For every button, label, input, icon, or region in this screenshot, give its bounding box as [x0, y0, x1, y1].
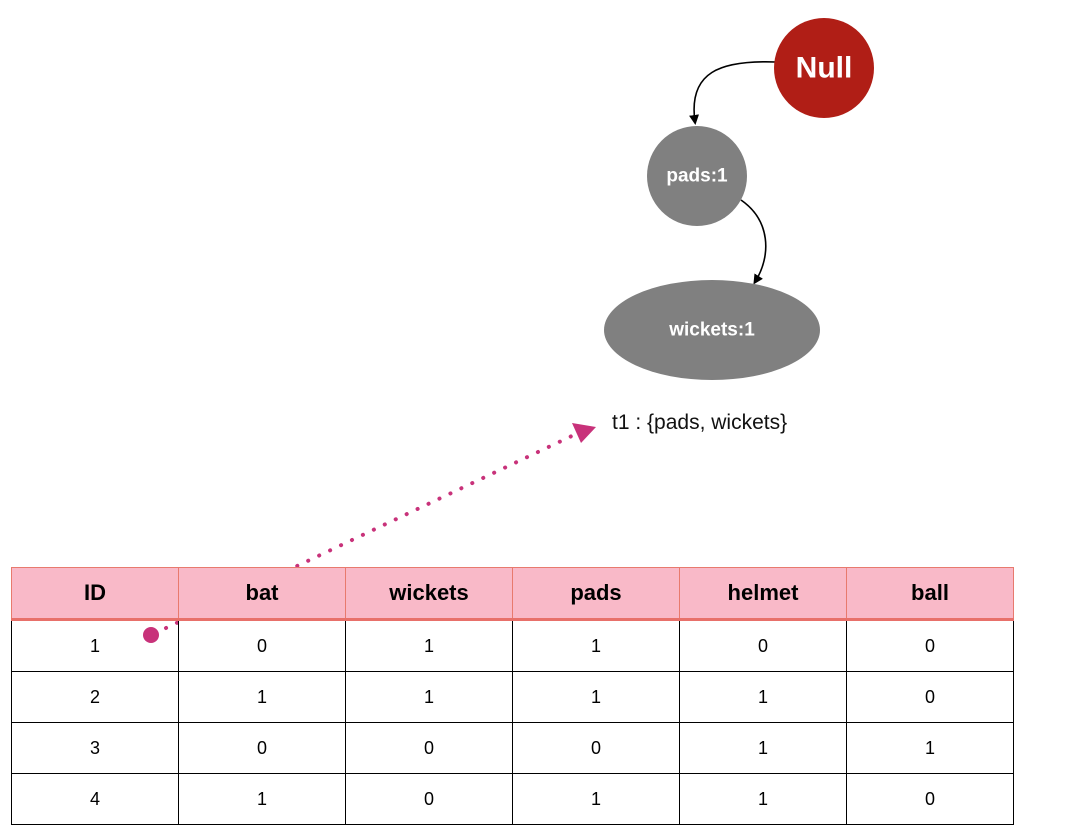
transaction-label: t1 : {pads, wickets}: [612, 411, 787, 434]
table-cell: 1: [846, 722, 1014, 774]
header-pads: pads: [512, 567, 680, 621]
table-cell: 0: [512, 722, 680, 774]
table-cell: 4: [11, 773, 179, 825]
edge-null-to-pads: [689, 61, 777, 125]
header-helmet: helmet: [679, 567, 847, 621]
root-node-shape: [774, 18, 874, 118]
node-wickets-label: wickets:1: [668, 320, 755, 341]
root-node-label: Null: [796, 52, 853, 85]
table-cell: 0: [178, 619, 346, 672]
table-cell: 1: [512, 619, 680, 672]
edge-pads-to-wickets: [740, 199, 767, 285]
table-cell: 1: [178, 671, 346, 723]
table-cell: 1: [345, 671, 513, 723]
table-cell: 0: [846, 671, 1014, 723]
pointer-arrowhead: [572, 423, 596, 443]
node-pads-label: pads:1: [666, 166, 728, 187]
table-cell: 0: [345, 722, 513, 774]
table-row: 3 0 0 0 1 1: [11, 722, 1014, 774]
table-cell: 0: [846, 619, 1014, 672]
node-pads-shape: [647, 126, 747, 226]
node-wickets-shape: [604, 280, 820, 380]
header-wickets: wickets: [345, 567, 513, 621]
table-row: 2 1 1 1 1 0: [11, 671, 1014, 723]
transactions-table: ID bat wickets pads helmet ball 1 0 1 1 …: [11, 567, 1014, 825]
table-cell: 1: [679, 722, 847, 774]
root-node: Null: [774, 18, 874, 118]
table-row: 1 0 1 1 0 0: [11, 619, 1014, 672]
table-cell: 3: [11, 722, 179, 774]
node-pads: pads:1: [647, 126, 747, 226]
table-header-row: ID bat wickets pads helmet ball: [11, 567, 1014, 621]
table-cell: 1: [512, 671, 680, 723]
table-cell: 1: [345, 619, 513, 672]
table-cell: 0: [679, 619, 847, 672]
table-cell: 1: [679, 773, 847, 825]
header-id: ID: [11, 567, 179, 621]
header-bat: bat: [178, 567, 346, 621]
table-row: 4 1 0 1 1 0: [11, 773, 1014, 825]
table-cell: 1: [512, 773, 680, 825]
table-cell: 1: [178, 773, 346, 825]
table-cell: 1: [11, 619, 179, 672]
table-cell: 2: [11, 671, 179, 723]
node-wickets: wickets:1: [604, 280, 820, 380]
table-cell: 0: [846, 773, 1014, 825]
table-cell: 1: [679, 671, 847, 723]
header-ball: ball: [846, 567, 1014, 621]
table-cell: 0: [345, 773, 513, 825]
table-cell: 0: [178, 722, 346, 774]
